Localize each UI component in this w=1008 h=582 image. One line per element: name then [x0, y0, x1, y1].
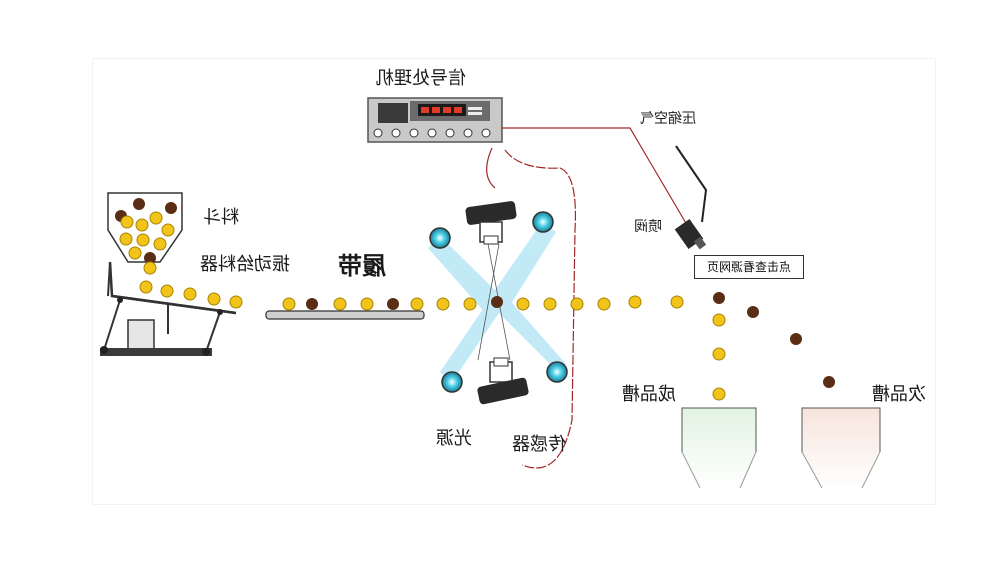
air-pipe: [675, 145, 708, 223]
diagram-frame: [92, 58, 936, 505]
sensor-label: 传感器: [512, 434, 566, 455]
lamp-icon: [429, 211, 568, 393]
hopper: [107, 192, 183, 275]
reject-bin: [801, 407, 881, 489]
camera-icon: [465, 201, 517, 245]
vibrating-feeder: [100, 261, 243, 356]
camera-icon: [477, 357, 529, 405]
good-product-trough-label: 成品槽: [622, 384, 676, 405]
vibrating-feeder-label: 振动给料器: [200, 254, 290, 275]
signal-wire-top-sensor: [486, 147, 496, 189]
hopper-label: 料斗: [203, 207, 239, 228]
conveyor-belt: [265, 297, 425, 320]
reject-trough-label: 次品槽: [872, 384, 926, 405]
light-beams: [428, 222, 566, 382]
view-source-webpage-button[interactable]: 点击查看源网页: [694, 255, 804, 279]
beans-in-flight: [436, 292, 846, 433]
light-source-label: 光源: [436, 428, 472, 449]
valve-label: 喷阀: [634, 219, 662, 235]
good-product-bin: [681, 407, 757, 489]
conveyor-label: 履带: [338, 252, 386, 280]
compressed-air-label: 压缩空气: [640, 111, 696, 127]
signal-processor-label: 信号处理机: [376, 68, 466, 89]
nozzle-icon: [674, 219, 707, 250]
signal-wire: [502, 127, 691, 231]
processor-icon: [367, 97, 503, 143]
signal-wire-bottom-sensor: [504, 149, 577, 469]
